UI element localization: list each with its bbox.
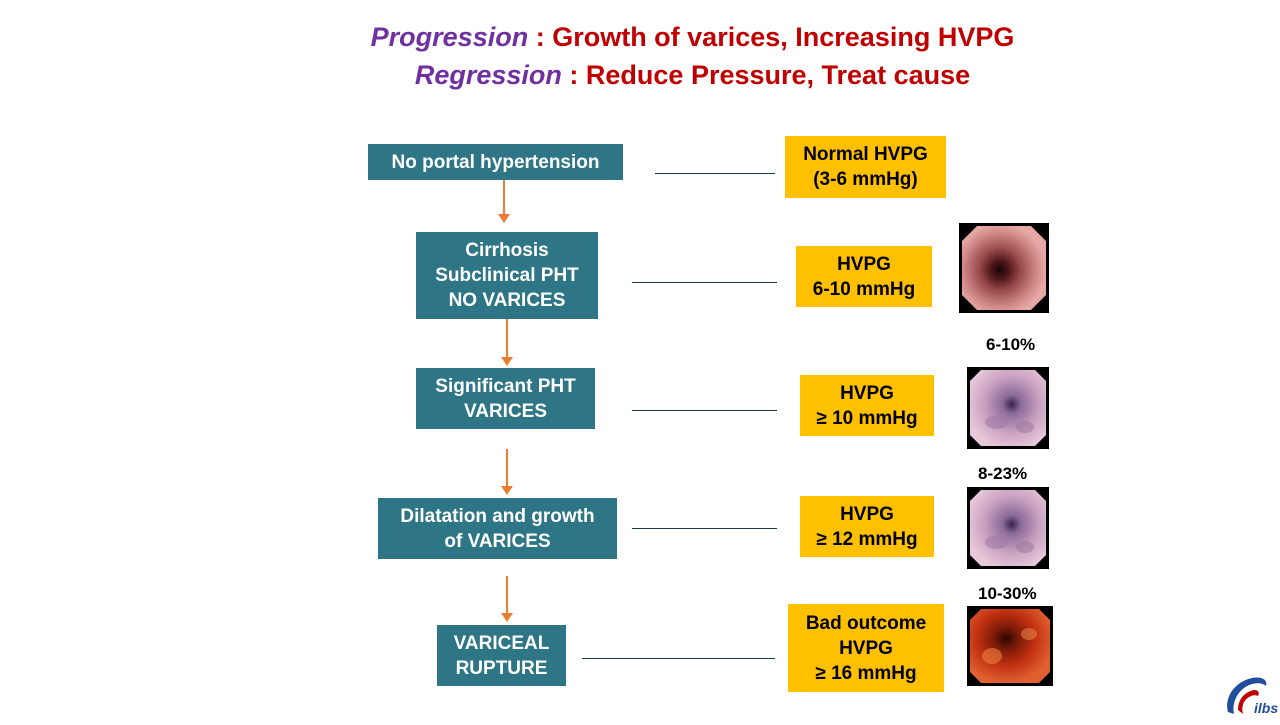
stage-no-portal-hypertension: No portal hypertension (368, 144, 623, 180)
regression-text: : Reduce Pressure, Treat cause (561, 60, 971, 90)
hvpg-12: HVPG ≥ 12 mmHg (800, 496, 934, 557)
pct-8-23: 8-23% (978, 464, 1028, 483)
endoscopy-image-normal (959, 223, 1049, 313)
hvpg-6-10: HVPG 6-10 mmHg (796, 246, 932, 307)
connector-line-5 (582, 658, 775, 659)
pct-6-10: 6-10% (986, 335, 1036, 354)
arrow-down-1 (498, 180, 510, 223)
title-progression: Progression : Growth of varices, Increas… (0, 21, 1280, 53)
arrow-down-4 (501, 576, 513, 622)
endoscopy-image-varices-growth (967, 487, 1049, 569)
endoscopy-image-varices-small (967, 367, 1049, 449)
progression-term: Progression (370, 22, 529, 52)
hvpg-10: HVPG ≥ 10 mmHg (800, 375, 934, 436)
endoscopy-image-rupture (967, 606, 1053, 686)
connector-line-4 (632, 528, 777, 529)
stage-cirrhosis-subclinical: Cirrhosis Subclinical PHT NO VARICES (416, 232, 598, 319)
stage-significant-pht: Significant PHT VARICES (416, 368, 595, 429)
ilbs-logo: ilbs (1222, 672, 1280, 720)
connector-line-3 (632, 410, 777, 411)
stage-variceal-rupture: VARICEAL RUPTURE (437, 625, 566, 686)
ilbs-logo-text: ilbs (1254, 700, 1279, 716)
title-regression: Regression : Reduce Pressure, Treat caus… (0, 59, 1280, 91)
arrow-down-2 (501, 319, 513, 366)
pct-10-30: 10-30% (978, 584, 1037, 603)
progression-text: : Growth of varices, Increasing HVPG (528, 22, 1015, 52)
regression-term: Regression (414, 60, 562, 90)
connector-line-2 (632, 282, 777, 283)
stage-dilatation-growth: Dilatation and growth of VARICES (378, 498, 617, 559)
arrow-down-3 (501, 449, 513, 495)
hvpg-normal: Normal HVPG (3-6 mmHg) (785, 136, 946, 198)
hvpg-16-bad-outcome: Bad outcome HVPG ≥ 16 mmHg (788, 604, 944, 692)
connector-line-1 (655, 173, 775, 174)
